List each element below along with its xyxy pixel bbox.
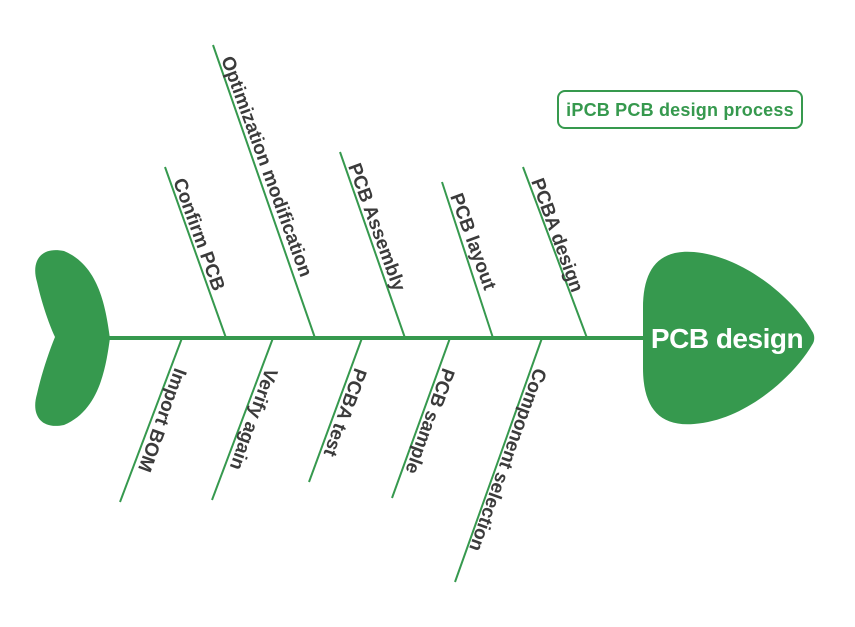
bone-line-import-bom xyxy=(119,337,183,503)
bone-line-confirm-pcb xyxy=(164,166,227,339)
bone-label-optimization-modification: Optimization modification xyxy=(216,54,316,280)
title-badge-label: iPCB PCB design process xyxy=(566,100,794,120)
bone-label-component-selection: Component selection xyxy=(464,365,550,554)
bone-labels: Confirm PCB Optimization modification PC… xyxy=(133,54,587,554)
bone-line-verify-again xyxy=(211,337,274,501)
title-badge-border xyxy=(557,90,803,129)
bone-label-pcba-test: PCBA test xyxy=(319,365,370,459)
upper-bones xyxy=(164,44,588,339)
bone-label-pcb-assembly: PCB Assembly xyxy=(343,161,409,295)
bone-line-pcba-test xyxy=(308,337,363,483)
bone-line-pcb-sample xyxy=(391,337,451,499)
bone-line-pcba-design xyxy=(522,166,588,339)
lower-bones xyxy=(119,337,543,583)
bone-label-pcba-design: PCBA design xyxy=(526,176,587,296)
fish-head-label: PCB design xyxy=(651,323,803,354)
bone-label-pcb-sample: PCB sample xyxy=(400,365,458,476)
bone-label-import-bom: Import BOM xyxy=(133,365,190,474)
fish-head-shape xyxy=(643,251,815,425)
bone-label-confirm-pcb: Confirm PCB xyxy=(168,176,228,294)
bone-line-component-selection xyxy=(454,337,543,583)
bone-line-optimization-modification xyxy=(212,44,316,339)
bone-label-verify-again: Verify again xyxy=(225,365,281,472)
bone-line-pcb-layout xyxy=(441,181,494,339)
bone-line-pcb-assembly xyxy=(339,151,406,339)
fish-tail-shape xyxy=(35,250,110,426)
title-badge: iPCB PCB design process xyxy=(557,90,803,129)
